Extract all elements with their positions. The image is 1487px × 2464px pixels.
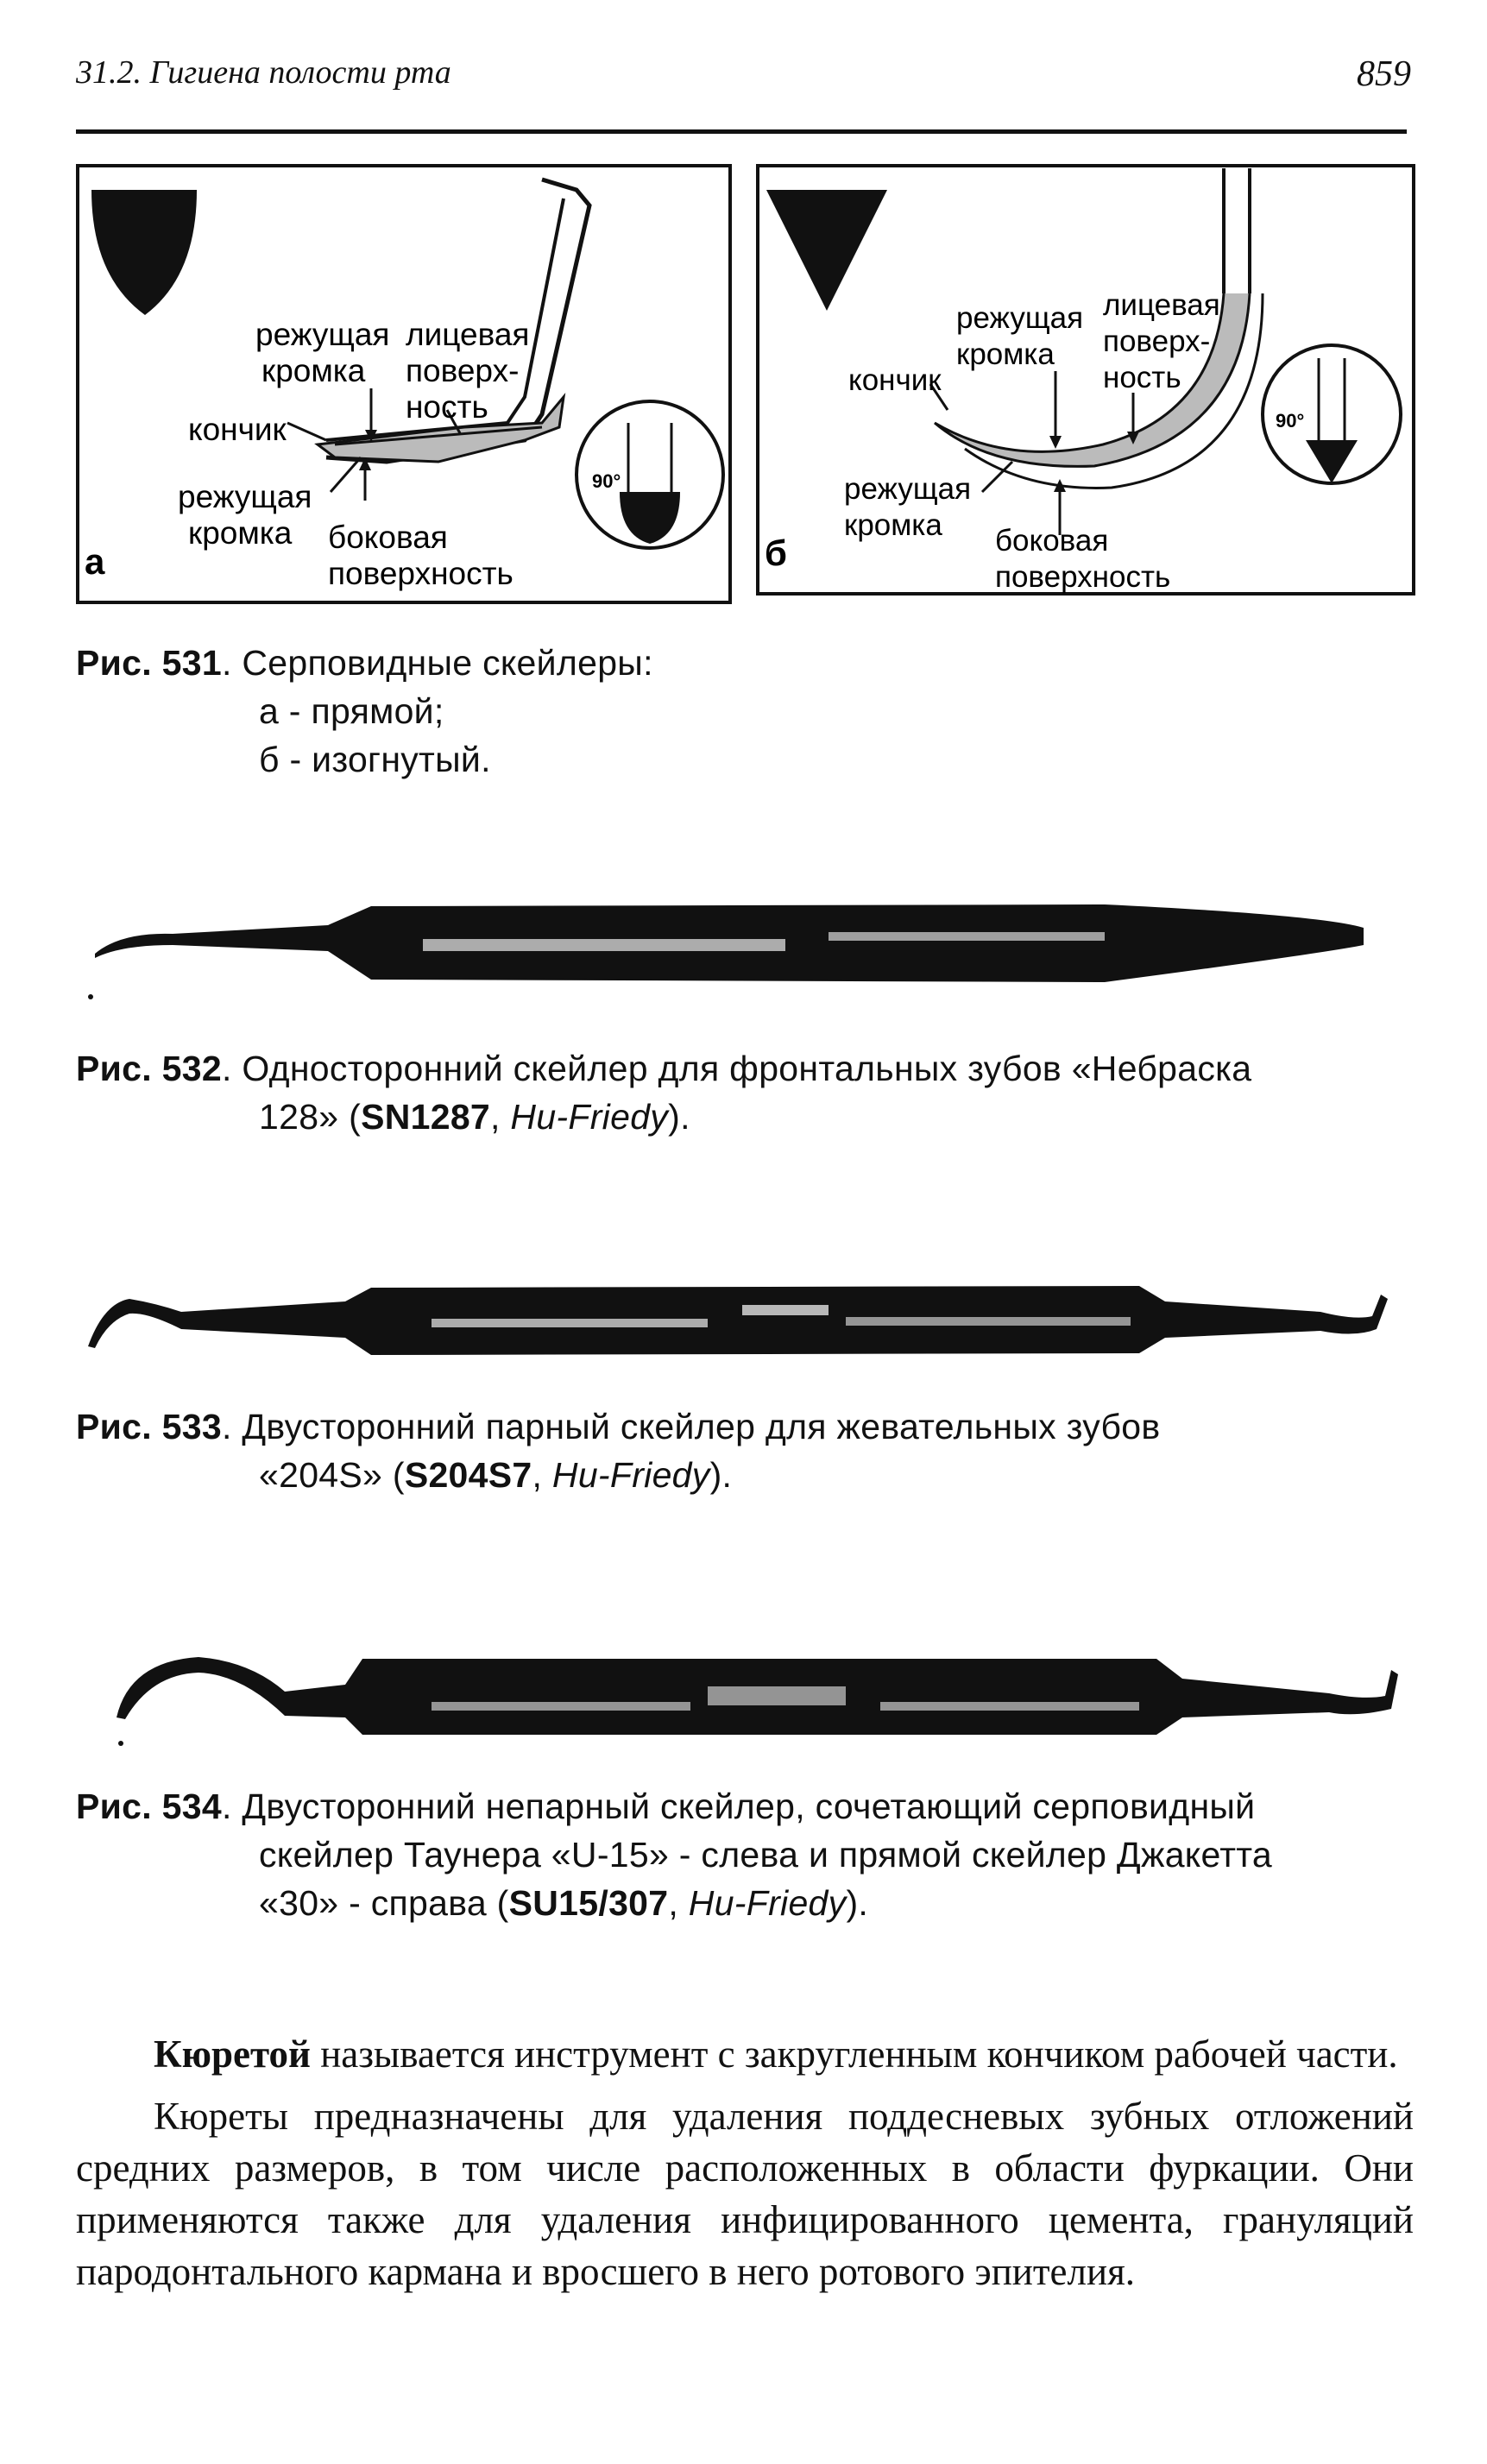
caption-534-text-3: «30» - справа ( <box>259 1883 509 1923</box>
panel-letter-a: а <box>85 541 105 582</box>
body-text: Кюретой называется инструмент с закругле… <box>76 2028 1414 2297</box>
caption-534-text-1: . Двусторонний непарный скейлер, сочетаю… <box>221 1787 1256 1826</box>
panel-b-curved-scaler: 90° режущая кромка лицевая поверх- ность… <box>756 164 1415 596</box>
running-head: 31.2. Гигиена полости рта 859 <box>76 54 1411 105</box>
caption-533: Рис. 533. Двусторонний парный скейлер дл… <box>76 1402 1422 1499</box>
paragraph-1-text: называется инструмент с закругленным кон… <box>310 2032 1398 2076</box>
caption-533-text-2: «204S» ( <box>259 1455 405 1495</box>
caption-532-text-2: 128» ( <box>259 1097 362 1137</box>
caption-531: Рис. 531. Серповидные скейлеры: а - прям… <box>76 639 1405 784</box>
page-number: 859 <box>1357 54 1411 94</box>
label-face-b: лицевая поверх- ность <box>1103 288 1228 394</box>
caption-533-text-1: . Двусторонний парный скейлер для жевате… <box>221 1407 1161 1446</box>
caption-532-brand: Hu-Friedy <box>510 1097 669 1137</box>
label-side-b: боковая поверхность <box>995 524 1170 594</box>
caption-531-item-b: б - изогнутый. <box>259 740 491 779</box>
caption-533-brand: Hu-Friedy <box>551 1455 710 1495</box>
term-curette: Кюретой <box>154 2032 311 2076</box>
caption-531-label: Рис. 531 <box>76 643 222 683</box>
label-cutting-edge-top-b: режущая кромка <box>956 301 1092 371</box>
panel-a-straight-scaler: 90° режущая кромка лицевая поверх- ность… <box>76 164 732 604</box>
cross-section-shape-b <box>766 190 887 311</box>
caption-533-end: ). <box>709 1455 733 1495</box>
label-face-a: лицевая поверх- ность <box>406 317 539 425</box>
caption-534-sep: , <box>668 1883 689 1923</box>
instrument-photo-533 <box>69 1251 1415 1377</box>
label-cutting-edge-bottom-a: режущая кромка <box>178 479 321 551</box>
caption-534: Рис. 534. Двусторонний непарный скейлер,… <box>76 1782 1422 1927</box>
caption-534-code: SU15/307 <box>508 1883 669 1923</box>
label-cutting-edge-bottom-b: режущая кромка <box>844 472 980 542</box>
caption-532-end: ). <box>668 1097 690 1137</box>
paragraph-2: Кюреты предназначены для удаления поддес… <box>76 2095 1414 2293</box>
section-title: 31.2. Гигиена полости рта <box>76 54 451 91</box>
caption-534-label: Рис. 534 <box>76 1787 222 1826</box>
caption-532-code: SN1287 <box>361 1097 491 1137</box>
caption-532: Рис. 532. Односторонний скейлер для фрон… <box>76 1044 1422 1141</box>
caption-534-end: ). <box>846 1883 869 1923</box>
caption-532-label: Рис. 532 <box>76 1049 222 1088</box>
figure-531: 90° режущая кромка лицевая поверх- ность… <box>76 164 1422 613</box>
label-side-a: боковая поверхность <box>328 520 514 591</box>
caption-533-code: S204S7 <box>404 1455 532 1495</box>
label-tip-a: кончик <box>188 412 287 447</box>
header-rule <box>76 129 1407 134</box>
caption-534-brand: Hu-Friedy <box>688 1883 847 1923</box>
angle-label-a: 90° <box>592 470 621 492</box>
caption-533-label: Рис. 533 <box>76 1407 222 1446</box>
caption-531-text: . Серповидные скейлеры: <box>221 643 653 683</box>
caption-533-sep: , <box>532 1455 552 1495</box>
cross-section-shape-a <box>91 190 197 315</box>
label-cutting-edge-top-a: режущая кромка <box>255 317 399 388</box>
label-tip-b: кончик <box>848 363 942 397</box>
caption-534-text-2: скейлер Таунера «U-15» - слева и прямой … <box>259 1835 1273 1875</box>
caption-532-sep: , <box>490 1097 511 1137</box>
angle-label-b: 90° <box>1276 410 1304 432</box>
paragraph-1: Кюретой называется инструмент с закругле… <box>76 2028 1414 2080</box>
panel-letter-b: б <box>765 533 787 573</box>
instrument-photo-532 <box>69 872 1415 1031</box>
instrument-photo-534 <box>69 1623 1415 1756</box>
caption-531-item-a: а - прямой; <box>259 691 444 731</box>
caption-532-text-1: . Односторонний скейлер для фронтальных … <box>221 1049 1252 1088</box>
